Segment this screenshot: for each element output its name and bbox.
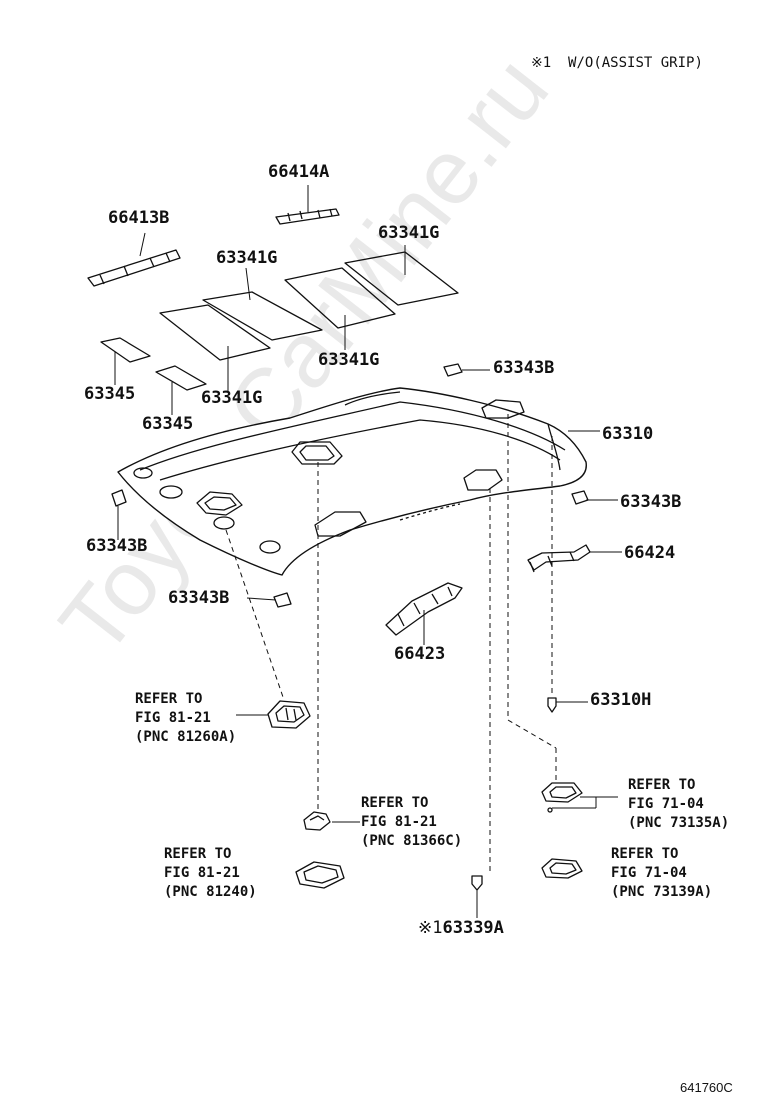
leader-lines (114, 185, 622, 918)
bracket-66413b (87, 249, 181, 287)
footnote: ※1 W/O(ASSIST GRIP) (531, 55, 703, 71)
refer-73139a-line2: FIG 71-04 (611, 865, 687, 881)
refer-73139a: REFER TO FIG 71-04 (PNC 73139A) (611, 845, 712, 902)
part-81366c (303, 811, 331, 831)
label-63341g-middle: 63341G (318, 350, 380, 370)
refer-73139a-line1: REFER TO (611, 846, 679, 862)
label-63341g-top-left: 63341G (216, 248, 278, 268)
pad-63341g-4 (159, 304, 271, 361)
label-63345-left: 63345 (84, 384, 136, 404)
refer-81260a-line1: REFER TO (135, 691, 203, 707)
pad-63341g-3 (202, 291, 323, 341)
clip-63343b-mid (273, 592, 292, 608)
footnote-marker: ※1 (531, 55, 552, 71)
refer-73135a: REFER TO FIG 71-04 (PNC 73135A) (628, 776, 729, 833)
refer-73139a-line3: (PNC 73139A) (611, 884, 713, 900)
pad-63345-1 (100, 337, 151, 363)
refer-73135a-line2: FIG 71-04 (628, 796, 704, 812)
label-63310h: 63310H (590, 690, 652, 710)
refer-81260a-line2: FIG 81-21 (135, 710, 211, 726)
refer-81260a-line3: (PNC 81260A) (135, 729, 237, 745)
clip-63343b-top (443, 363, 463, 377)
label-63343b-right: 63343B (620, 492, 682, 512)
pad-63341g-2 (284, 267, 396, 329)
refer-81240: REFER TO FIG 81-21 (PNC 81240) (164, 845, 257, 902)
part-73135a (541, 782, 583, 813)
label-63339a: ※163339A (418, 920, 504, 937)
refer-81366c-line1: REFER TO (361, 795, 429, 811)
refer-81366c-line3: (PNC 81366C) (361, 833, 463, 849)
clip-63343b-right (571, 490, 589, 505)
label-63343b-middle: 63343B (168, 588, 230, 608)
label-63345-right: 63345 (142, 414, 194, 434)
label-63343b-top: 63343B (493, 358, 555, 378)
label-66424: 66424 (624, 543, 676, 563)
label-63341g-bottom: 63341G (201, 388, 263, 408)
label-63343b-left: 63343B (86, 536, 148, 556)
refer-81240-line2: FIG 81-21 (164, 865, 240, 881)
bracket-66414a (275, 208, 340, 225)
pad-63345-2 (155, 365, 207, 391)
footnote-text: W/O(ASSIST GRIP) (568, 55, 703, 71)
label-63339a-number: 63339A (442, 918, 504, 938)
bracket-66424 (527, 544, 591, 573)
clip-63339a (471, 875, 483, 891)
map-lamp-81260a (267, 700, 311, 729)
label-66414a: 66414A (268, 162, 330, 182)
label-66413b: 66413B (108, 208, 170, 228)
room-lamp-81240 (295, 861, 345, 889)
refer-81260a: REFER TO FIG 81-21 (PNC 81260A) (135, 690, 236, 747)
part-73139a (541, 858, 583, 879)
label-63310: 63310 (602, 424, 654, 444)
bracket-66423 (385, 582, 463, 636)
assembly-dashed-lines (225, 414, 557, 874)
clip-63343b-left (111, 489, 127, 507)
label-66423: 66423 (394, 644, 446, 664)
refer-73135a-line1: REFER TO (628, 777, 696, 793)
refer-81240-line1: REFER TO (164, 846, 232, 862)
label-63339a-marker: ※1 (418, 918, 443, 938)
clip-63310h (547, 697, 557, 713)
refer-81366c: REFER TO FIG 81-21 (PNC 81366C) (361, 794, 462, 851)
refer-81366c-line2: FIG 81-21 (361, 814, 437, 830)
label-63341g-top-right: 63341G (378, 223, 440, 243)
refer-73135a-line3: (PNC 73135A) (628, 815, 730, 831)
figure-code: 641760C (680, 1080, 733, 1095)
refer-81240-line3: (PNC 81240) (164, 884, 257, 900)
pad-63341g-1 (344, 251, 459, 306)
